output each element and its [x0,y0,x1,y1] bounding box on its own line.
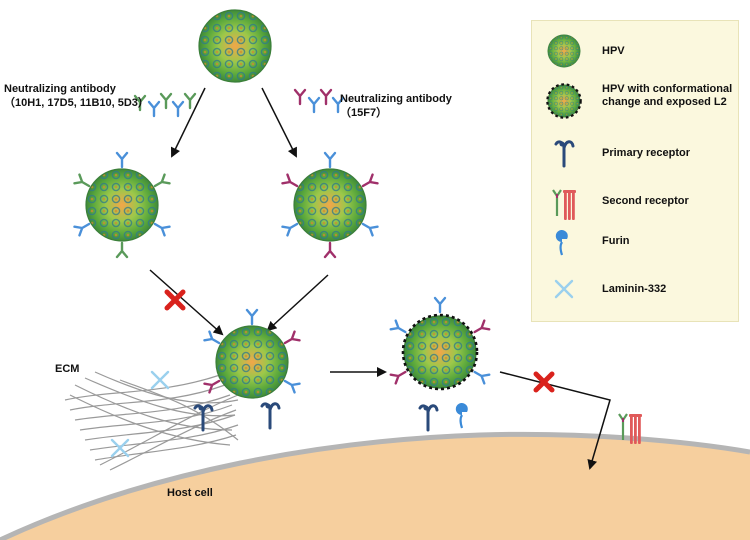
laminin-icon [150,370,170,390]
hpv-virion-top [198,9,272,83]
second-receptor-legend-icon [551,188,578,222]
primary-receptor [260,402,281,430]
legend-hpv-changed: HPV with conformational change and expos… [602,83,733,108]
hpv-antibody-complex-right [281,151,379,259]
ecm-fibers [64,371,239,471]
legend-second-receptor: Second receptor [602,195,689,207]
hpv-conformational-change [389,296,491,391]
legend-icons [546,34,582,299]
ab-right-label: Neutralizing antibody （15F7） [340,93,452,119]
legend-hpv: HPV [602,45,625,57]
primary-receptor-legend-icon [554,140,575,168]
legend-laminin: Laminin-332 [602,283,667,295]
hpv-legend-icon [547,34,581,68]
second-receptor [617,412,644,446]
primary-receptor [418,404,439,432]
host-cell-label: Host cell [167,487,213,499]
laminin-icon [110,438,130,458]
hpv-antibody-complex-left [73,151,171,259]
block-mark-right [533,371,555,393]
furin-icon [454,401,469,430]
hpv-antibody-complex-bound [203,308,301,399]
cell-membrane [0,431,750,540]
ecm-label: ECM [55,363,80,375]
hpv-changed-legend-icon [546,83,582,119]
legend-panel: HPV HPV with conformational change and e… [531,20,739,322]
block-mark-left [164,289,186,311]
legend-furin: Furin [602,235,630,247]
laminin-legend-icon [554,279,574,299]
furin-legend-icon [554,228,569,257]
legend-primary-receptor: Primary receptor [602,147,691,159]
host-cell [0,434,750,540]
ab-left-label: Neutralizing antibody （10H1, 17D5, 11B10… [4,83,149,109]
